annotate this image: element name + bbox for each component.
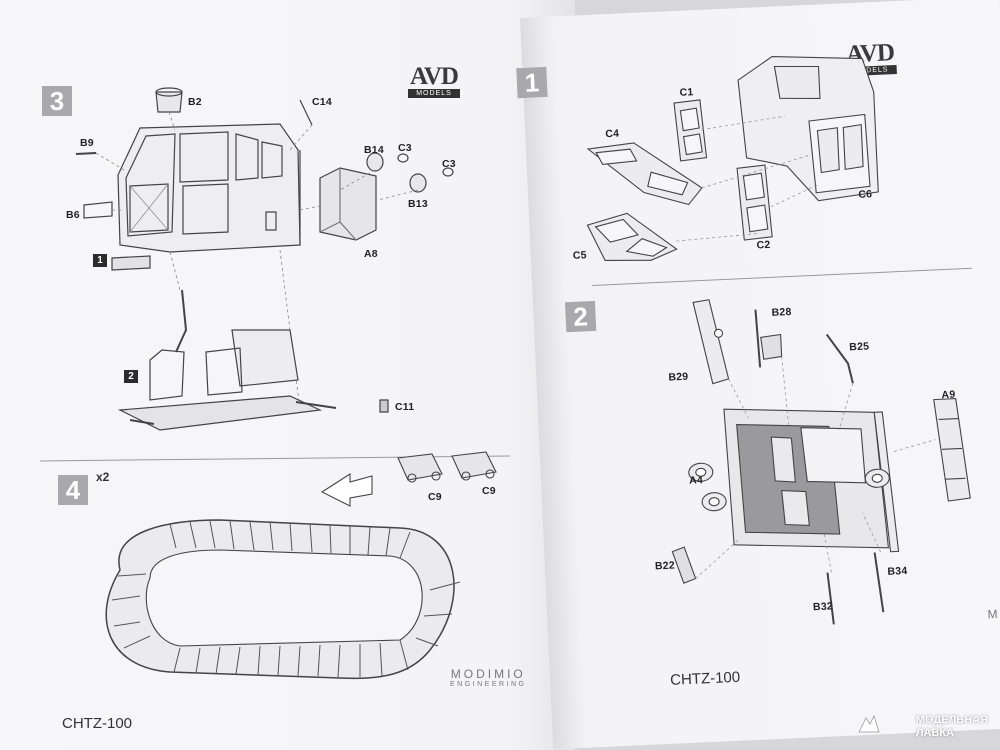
label-b29: B29 xyxy=(668,370,689,384)
step-4-track-illustration xyxy=(105,451,497,680)
maker-subtitle: ENGINEERING xyxy=(450,681,527,688)
step-4-number: 4 xyxy=(58,475,88,505)
left-page: AVD MODELS 3 xyxy=(0,0,575,750)
label-c9-a: C9 xyxy=(428,491,442,503)
page-footer-model: CHTZ-100 xyxy=(62,715,133,732)
step-4-multiplier: x2 xyxy=(96,470,110,484)
label-c11: C11 xyxy=(395,401,415,413)
avd-logo: AVD MODELS xyxy=(408,63,460,98)
label-b25: B25 xyxy=(849,340,870,354)
step-3-cab-illustration xyxy=(75,87,454,431)
label-b22: B22 xyxy=(654,559,676,573)
modimio-logo-partial: MODIM xyxy=(987,605,1000,622)
label-c3-a: C3 xyxy=(398,142,412,154)
watermark-line-2: ЛАВКА xyxy=(915,727,955,739)
maker-name: MODIM xyxy=(987,604,1000,622)
maker-name: MODIMIO xyxy=(450,667,526,681)
label-c4: C4 xyxy=(605,127,620,141)
label-b2: B2 xyxy=(188,96,202,108)
label-b14: B14 xyxy=(364,144,384,156)
logo-subtext: MODELS xyxy=(408,89,460,98)
label-c3-b: C3 xyxy=(442,158,456,170)
label-c6: C6 xyxy=(858,188,873,201)
page-footer-model: CHTZ-100 xyxy=(669,668,741,689)
shop-watermark: МОДЕЛЬНАЯ ЛАВКА xyxy=(916,714,988,740)
label-b34: B34 xyxy=(887,565,908,578)
sub-step-1: 1 xyxy=(93,254,107,267)
step-1-frame-illustration xyxy=(586,56,879,261)
label-c9-b: C9 xyxy=(482,485,496,497)
label-b13: B13 xyxy=(408,198,428,210)
logo-text: AVD xyxy=(410,63,459,90)
label-b28: B28 xyxy=(771,305,792,319)
label-a8: A8 xyxy=(364,248,378,260)
label-a4: A4 xyxy=(688,474,704,487)
label-b32: B32 xyxy=(812,600,834,614)
right-page: AVD MODELS 1 C1 C4 C xyxy=(516,0,1000,750)
label-a9: A9 xyxy=(941,388,956,402)
shop-logo-icon xyxy=(858,714,880,733)
step-2-platform-illustration xyxy=(671,299,971,625)
label-c14: C14 xyxy=(312,96,332,108)
sub-step-2: 2 xyxy=(124,370,138,383)
label-c2: C2 xyxy=(756,238,771,252)
label-c5: C5 xyxy=(572,249,587,262)
label-b9: B9 xyxy=(80,137,94,149)
modimio-logo: MODIMIO ENGINEERING xyxy=(450,667,527,688)
label-b6: B6 xyxy=(66,209,80,221)
step-3-number: 3 xyxy=(42,86,72,116)
watermark-line-1: МОДЕЛЬНАЯ xyxy=(915,714,988,726)
label-c1: C1 xyxy=(679,86,694,99)
